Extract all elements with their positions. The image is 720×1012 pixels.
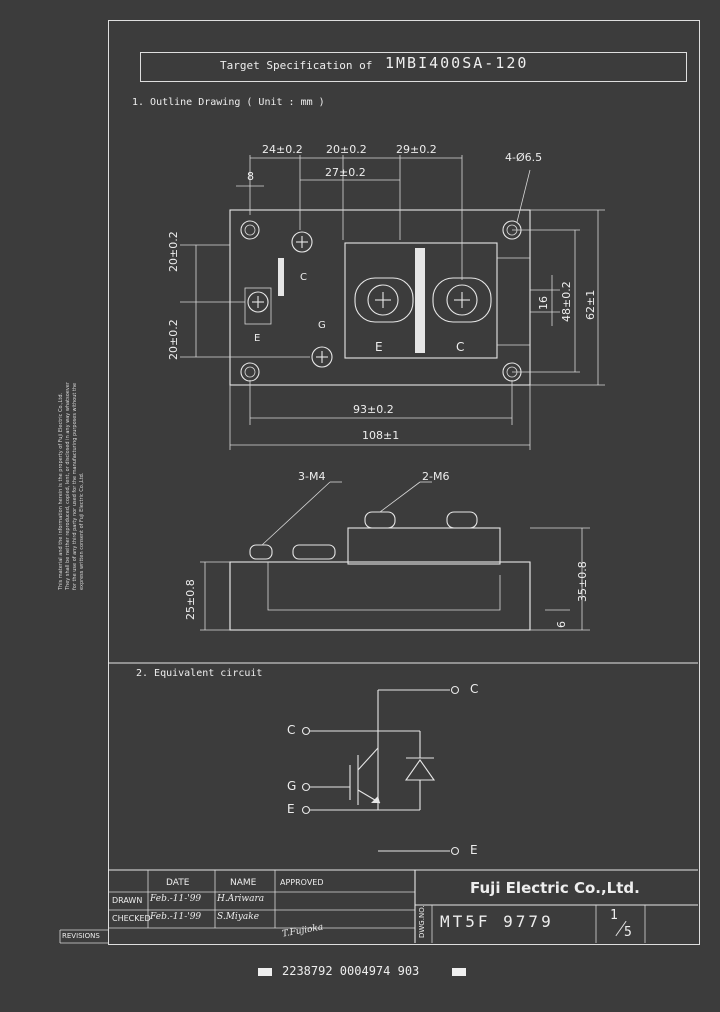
aux-screw-c: [291, 231, 313, 253]
dim-24: 24±0.2: [262, 143, 303, 156]
label-e-small: E: [254, 333, 261, 344]
tb-checked-name: S.Miyake: [217, 912, 260, 922]
dim-20a: 20±0.2: [326, 143, 367, 156]
tb-name-header: NAME: [230, 878, 257, 888]
tb-drawn-label: DRAWN: [112, 896, 143, 905]
dim-25: 25±0.8: [184, 579, 197, 620]
side-terminal-housing: [347, 527, 501, 565]
module-top-body: [229, 209, 531, 386]
terminal-e-left: E: [287, 802, 295, 816]
dwg-no-label: DWG.NO.: [418, 905, 426, 938]
dwg-no: MT5F 9779: [440, 912, 554, 931]
label-g-small: G: [318, 320, 326, 331]
confidentiality-note: This material and the information herein…: [58, 382, 85, 590]
barcode-block-left: [258, 968, 272, 976]
sheet-number: 1: [610, 908, 618, 923]
tb-date-header: DATE: [166, 878, 190, 888]
terminal-c-left: C: [287, 723, 296, 737]
dim-20c: 20±0.2: [167, 319, 180, 360]
barcode-text: 2238792 0004974 903: [282, 964, 420, 978]
terminal-c-top: C: [470, 682, 479, 696]
terminal-e-bottom: E: [470, 843, 478, 857]
tb-drawn-name: H.Ariwara: [217, 894, 265, 904]
main-terminal-block: [344, 242, 498, 359]
label-c-small: C: [300, 272, 307, 283]
main-screw-e: [367, 284, 399, 316]
dim-35: 35±0.8: [576, 561, 589, 602]
dim-62: 62±1: [584, 289, 597, 320]
sheet-total: 5: [624, 925, 632, 940]
module-side-body: [229, 561, 531, 631]
aux-screw-g: [311, 346, 333, 368]
aux-screw-e: [247, 291, 269, 313]
terminal-g-left: G: [287, 779, 297, 793]
side-screw-m6-b: [446, 511, 478, 529]
tb-approved-header: APPROVED: [280, 878, 324, 887]
label-e-large: E: [375, 340, 383, 354]
dim-108: 108±1: [362, 429, 400, 442]
part-number: 1MBI400SA-120: [385, 54, 529, 72]
dim-hole: 4-Ø6.5: [505, 151, 543, 164]
dim-m6: 2-M6: [422, 470, 450, 483]
mount-hole-tl: [240, 220, 260, 240]
dim-8: 8: [247, 170, 254, 183]
partition-bar: [415, 248, 425, 353]
spec-title-prefix: Target Specification of: [220, 59, 373, 72]
tb-drawn-date: Feb.-11-'99: [150, 894, 202, 904]
dim-16: 16: [537, 296, 550, 310]
side-screw-m6-a: [364, 511, 396, 529]
title-box: [140, 52, 687, 82]
company-name: Fuji Electric Co.,Ltd.: [470, 879, 640, 897]
drawing-frame: [108, 20, 700, 945]
barcode-block-right: [452, 968, 466, 976]
outline-heading: 1. Outline Drawing ( Unit : mm ): [132, 97, 325, 108]
side-screw-m4: [249, 544, 273, 560]
dim-6: 6: [555, 621, 568, 628]
dim-20b: 20±0.2: [167, 231, 180, 272]
main-screw-c: [446, 284, 478, 316]
dim-93: 93±0.2: [353, 403, 394, 416]
label-c-large: C: [456, 340, 465, 354]
mount-hole-bl: [240, 362, 260, 382]
tb-checked-date: Feb.-11-'99: [150, 912, 202, 922]
dim-27: 27±0.2: [325, 166, 366, 179]
dim-48: 48±0.2: [560, 281, 573, 322]
dim-29: 29±0.2: [396, 143, 437, 156]
circuit-heading: 2. Equivalent circuit: [136, 668, 263, 679]
tb-revisions-label: REVISIONS: [62, 932, 100, 940]
tb-checked-label: CHECKED: [112, 914, 151, 923]
dim-m4: 3-M4: [298, 470, 326, 483]
